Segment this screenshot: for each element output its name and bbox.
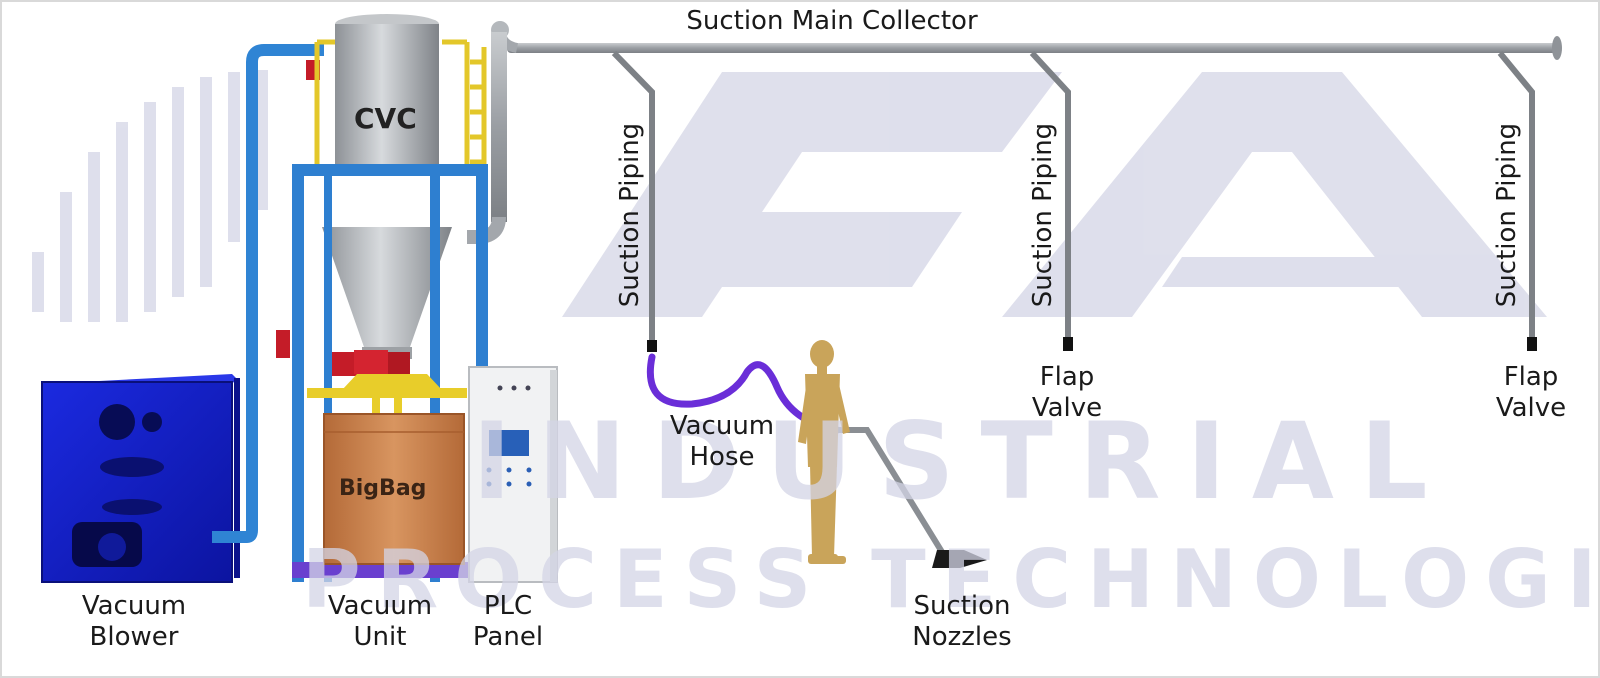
flap-valve-label-2-line1: Flap bbox=[1503, 362, 1559, 392]
suction-drop-pipe-3 bbox=[1497, 51, 1537, 351]
suction-nozzles-label-line1: Suction bbox=[913, 591, 1011, 621]
bigbag bbox=[323, 413, 465, 565]
suction-main-collector-pipe bbox=[467, 21, 1562, 244]
vacuum-unit-label-line2: Unit bbox=[353, 622, 407, 652]
vacuum-hose-label-line2: Hose bbox=[689, 442, 755, 472]
watermark-letter-a bbox=[1002, 72, 1547, 317]
flap-valve-label-1-line1: Flap bbox=[1039, 362, 1095, 392]
bag-filling-head bbox=[307, 374, 467, 418]
vacuum-line-pipe bbox=[212, 44, 324, 543]
vacuum-blower-label-line1: Vacuum bbox=[81, 591, 187, 621]
watermark-letter-f bbox=[562, 72, 1062, 317]
plc-panel bbox=[468, 366, 558, 583]
watermark-bar bbox=[1162, 257, 1402, 287]
vacuum-blower bbox=[41, 374, 240, 583]
plc-panel-label-line2: Panel bbox=[472, 622, 544, 652]
plc-panel-label: PLC Panel bbox=[458, 591, 558, 653]
suction-piping-label-1: Suction Piping bbox=[615, 122, 645, 308]
cyclone-tag: CVC bbox=[354, 102, 417, 135]
vacuum-hose-label: Vacuum Hose bbox=[657, 411, 787, 473]
plc-panel-label-line1: PLC bbox=[483, 591, 533, 621]
suction-main-collector-label: Suction Main Collector bbox=[686, 6, 978, 36]
suction-drop-pipe-2 bbox=[1029, 50, 1073, 351]
suction-nozzles-label-line2: Nozzles bbox=[912, 622, 1012, 652]
vacuum-blower-label-line2: Blower bbox=[89, 622, 179, 652]
vacuum-unit-label: Vacuum Unit bbox=[310, 591, 450, 653]
flap-valve-label-2-line2: Valve bbox=[1495, 393, 1567, 423]
bigbag-tag: BigBag bbox=[339, 476, 427, 501]
vacuum-unit-label-line1: Vacuum bbox=[327, 591, 433, 621]
watermark-stripes bbox=[32, 70, 268, 322]
watermark-logo bbox=[32, 70, 1547, 322]
suction-piping-label-3: Suction Piping bbox=[1492, 122, 1522, 308]
operator-figure bbox=[798, 340, 850, 564]
vacuum-blower-label: Vacuum Blower bbox=[64, 591, 204, 653]
flap-valve-label-2: Flap Valve bbox=[1476, 362, 1586, 424]
watermark-text-process-technologies: PROCESS TECHNOLOGIES bbox=[302, 533, 1598, 626]
vacuum-hose-label-line1: Vacuum bbox=[669, 411, 775, 441]
suction-nozzle-head bbox=[932, 550, 987, 568]
suction-drop-pipe-1 bbox=[611, 50, 657, 352]
watermark-text-industrial: INDUSTRIAL bbox=[472, 400, 1454, 523]
flap-valve-label-1: Flap Valve bbox=[1012, 362, 1122, 424]
suction-piping-label-2: Suction Piping bbox=[1028, 122, 1058, 308]
cyclone-vessel bbox=[317, 14, 457, 376]
flap-valve-label-1-line2: Valve bbox=[1031, 393, 1103, 423]
suction-nozzles-label: Suction Nozzles bbox=[892, 591, 1032, 653]
